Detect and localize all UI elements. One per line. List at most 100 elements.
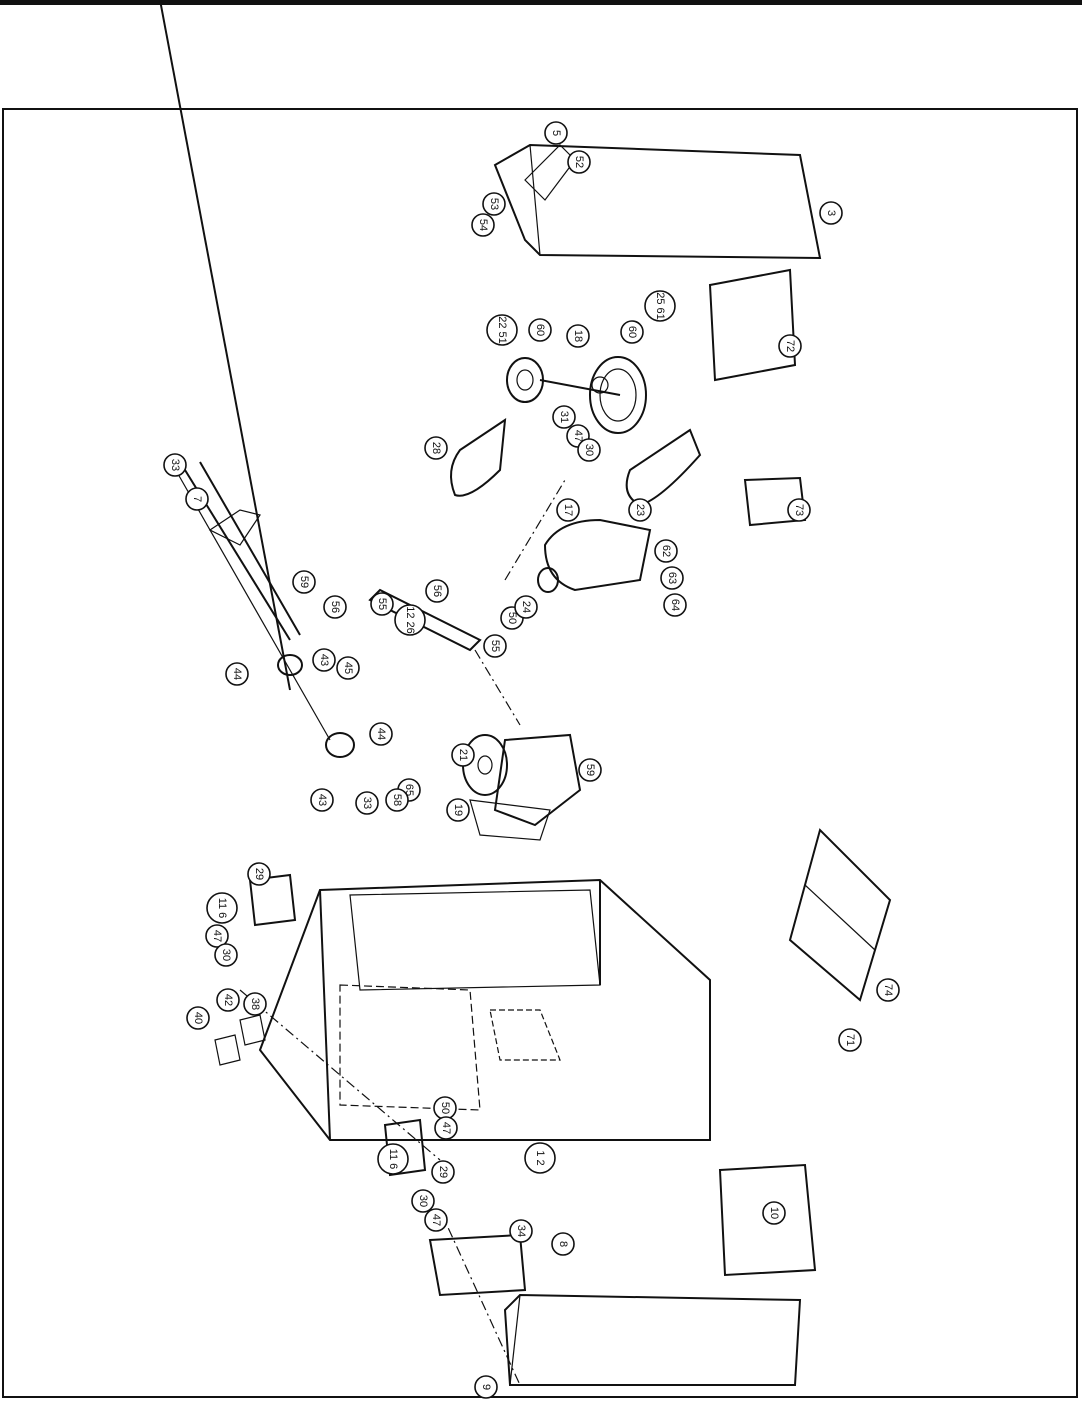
callout-circle (336, 656, 360, 680)
callout-label: 56 (431, 585, 443, 597)
part-callout: 31 (552, 405, 576, 429)
part-callout: 52 (567, 150, 591, 174)
callout-label: 29 (253, 868, 265, 880)
callout-label: 33 (361, 797, 373, 809)
part-callout: 21 (451, 743, 475, 767)
part-callout: 29 (431, 1160, 455, 1184)
callout-circle (247, 862, 271, 886)
callout-circle (369, 722, 393, 746)
part-callout: 25 61 (644, 290, 676, 322)
callout-circle (552, 405, 576, 429)
callout-label: 52 (573, 156, 585, 168)
callout-label: 50 (439, 1102, 451, 1114)
callout-label: 31 (558, 411, 570, 423)
callout-label: 60 (534, 324, 546, 336)
callout-label: 56 (329, 601, 341, 613)
callout-label: 8 (557, 1241, 569, 1247)
callout-circle (205, 924, 229, 948)
part-callout: 62 (654, 539, 678, 563)
callout-label: 19 (452, 804, 464, 816)
callout-circle (663, 593, 687, 617)
part-callout: 47 (424, 1208, 448, 1232)
callout-label: 47 (572, 430, 584, 442)
callout-label: 25 61 (654, 292, 666, 320)
callout-label: 23 (634, 504, 646, 516)
callout-label: 55 (376, 598, 388, 610)
callout-label: 55 (489, 640, 501, 652)
part-callout: 33 (355, 791, 379, 815)
part-callout: 50 (433, 1096, 457, 1120)
part-callout: 45 (336, 656, 360, 680)
callout-circle (394, 604, 426, 636)
callout-label: 9 (480, 1384, 492, 1390)
callout-circle (567, 150, 591, 174)
part-callout: 18 (566, 324, 590, 348)
part-callout: 58 (385, 788, 409, 812)
callout-label: 30 (220, 949, 232, 961)
part-callout: 43 (310, 788, 334, 812)
callout-circle (355, 791, 379, 815)
callout-circle (292, 570, 316, 594)
callout-circle (377, 1143, 409, 1175)
callout-label: 29 (437, 1166, 449, 1178)
callout-label: 44 (231, 668, 243, 680)
callout-circle (551, 1232, 575, 1256)
callout-circle (819, 201, 843, 225)
block-part (718, 1163, 817, 1277)
callout-label: 21 (457, 749, 469, 761)
callout-label: 30 (583, 444, 595, 456)
part-callout: 3 (819, 201, 843, 225)
callout-circle (778, 334, 802, 358)
callout-circle (214, 943, 238, 967)
part-callout: 71 (838, 1028, 862, 1052)
callout-circle (509, 1219, 533, 1243)
belt-23 (625, 428, 702, 507)
callout-label: 33 (169, 459, 181, 471)
callout-circle (486, 314, 518, 346)
part-callout: 60 (528, 318, 552, 342)
callout-circle (528, 318, 552, 342)
callout-label: 40 (192, 1012, 204, 1024)
part-callout: 7 (185, 487, 209, 511)
callout-label: 10 (768, 1207, 780, 1219)
link-bar-part (368, 588, 521, 726)
callout-circle (323, 595, 347, 619)
part-callout: 30 (214, 943, 238, 967)
part-callout: 43 (312, 648, 336, 672)
callout-circle (524, 1142, 556, 1174)
part-callout: 64 (663, 593, 687, 617)
callout-label: 38 (249, 998, 261, 1010)
callout-label: 7 (191, 496, 203, 502)
part-callout: 1 2 (524, 1142, 556, 1174)
callout-circle (310, 788, 334, 812)
callout-label: 63 (666, 572, 678, 584)
callout-circle (787, 498, 811, 522)
part-callout: 10 (762, 1201, 786, 1225)
callout-circle (163, 453, 187, 477)
part-callout: 28 (424, 436, 448, 460)
part-callout: 34 (509, 1219, 533, 1243)
belt-28 (450, 417, 507, 497)
callout-circle (206, 892, 238, 924)
callout-label: 11 6 (216, 898, 228, 919)
callout-circle (434, 1116, 458, 1140)
part-callout: 30 (411, 1189, 435, 1213)
callout-circle (431, 1160, 455, 1184)
part-callout: 29 (247, 862, 271, 886)
callout-circle (544, 121, 568, 145)
callout-circle (474, 1375, 498, 1399)
callout-circle (411, 1189, 435, 1213)
callout-circle (243, 992, 267, 1016)
shaft-part (159, 0, 331, 741)
callout-circle (312, 648, 336, 672)
callout-circle (577, 438, 601, 462)
part-callout: 55 (483, 634, 507, 658)
callout-circle (446, 798, 470, 822)
part-callout: 72 (778, 334, 802, 358)
callout-label: 54 (477, 219, 489, 231)
callout-label: 18 (572, 330, 584, 342)
bearing-plate (248, 873, 297, 927)
part-callout: 22 51 (486, 314, 518, 346)
pulley-assembly (506, 356, 647, 434)
